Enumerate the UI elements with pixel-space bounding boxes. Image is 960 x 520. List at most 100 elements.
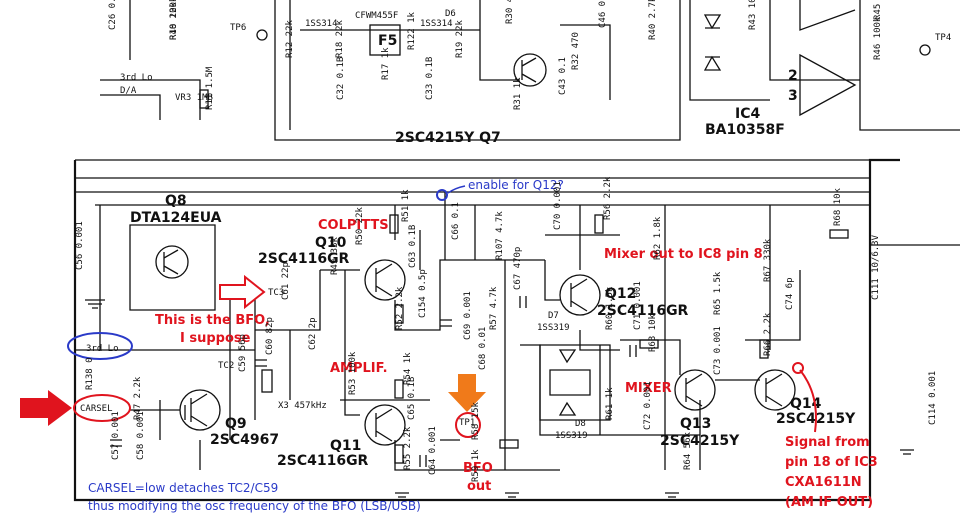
q11-part-label: 2SC4116GR	[277, 453, 369, 469]
capacitor-value-label: C65 0.1B	[407, 377, 417, 420]
annotations: COLPITTS This is the BFO, I suppose AMPL…	[20, 178, 878, 513]
ic4-label: IC4	[735, 106, 760, 122]
component-labels: 2SC4215Y Q7 IC4 BA10358F Q8 DTA124EUA Q1…	[80, 9, 951, 469]
q10-label: Q10	[315, 235, 347, 251]
bfo-out-annotation-1: BFO	[463, 461, 493, 476]
enable-node-highlight	[436, 189, 448, 201]
f5-filter	[369, 24, 401, 56]
ic4-pin3-label: 3	[788, 88, 798, 104]
resistor-value-label: R107 4.7k	[495, 211, 505, 260]
crystal-x3	[261, 369, 273, 393]
capacitor-value-label: C68 0.01	[478, 327, 488, 370]
capacitor-value-label: C32 0.1B	[336, 57, 346, 100]
bfo-suppose-annotation-2: I suppose	[180, 331, 251, 346]
resistor-value-label: R31 1k	[513, 77, 523, 110]
q8-label: Q8	[165, 193, 187, 209]
resistor-value-label: R64 56k	[683, 431, 693, 470]
capacitor-value-label: C73 0.001	[713, 326, 723, 375]
q14-label: Q14	[790, 396, 822, 412]
capacitor-value-label: C64 0.001	[428, 426, 438, 475]
resistor-value-label: R56 2.2k	[603, 176, 613, 220]
resistor-value-label: R57 4.7k	[489, 286, 499, 330]
capacitor-value-label: C33 0.1B	[425, 57, 435, 100]
resistor-value-label: R11 1.5M	[205, 66, 215, 110]
capacitor-value-label: C62 2p	[308, 317, 318, 350]
ss319a-label: 1SS319	[537, 323, 570, 333]
capacitor-value-label: C70 0.001	[553, 181, 563, 230]
resistor-value-label: R43 100k	[748, 0, 758, 30]
tc3-label: TC3	[268, 288, 284, 298]
signal-pointer-line	[799, 369, 817, 433]
da-label: D/A	[120, 86, 137, 96]
capacitor-value-label: C72 0.001	[643, 381, 653, 430]
resistor-value-label: R62 1.8k	[653, 216, 663, 260]
resistor-value-label: R46 100k	[873, 16, 883, 60]
resistor-value-label: R52 2.2k	[395, 286, 405, 330]
resistor-value-label: R32 470	[571, 32, 581, 70]
q13-transistor	[674, 369, 716, 411]
capacitor-value-label: C60 82p	[265, 317, 275, 355]
tp6-label: TP6	[230, 23, 246, 33]
q12-label: Q12	[605, 286, 636, 302]
ic4-pin2-label: 2	[788, 68, 798, 84]
q9-part-label: 2SC4967	[210, 432, 279, 448]
capacitor-value-label: C63 0.1B	[408, 225, 418, 268]
resistor-value-label: R50 22k	[355, 206, 365, 245]
resistor-value-label: R49 33k	[330, 236, 340, 275]
bfo-suppose-annotation-1: This is the BFO,	[155, 313, 270, 328]
ic4-part-label: BA10358F	[705, 122, 785, 138]
d6-label: D6	[445, 9, 456, 19]
mixer-out-annotation: Mixer out to IC8 pin 8	[604, 247, 763, 262]
resistor-value-label: R61 1k	[605, 387, 615, 420]
q7-transistor	[513, 53, 547, 87]
cfw-label: CFWM455F	[355, 11, 398, 21]
signal-annotation-3: CXA1611N	[785, 475, 862, 490]
ic4-opamp	[799, 53, 857, 117]
enable-q12-annotation: enable for Q12?	[468, 178, 564, 192]
resistor-value-label: R63 10k	[648, 313, 658, 352]
resistor-value-label: R60 1.5k	[605, 286, 615, 330]
capacitor-value-label: C114 0.001	[928, 371, 938, 425]
resistor-value-label: R40 2.7k	[648, 0, 658, 40]
resistor-value-label: R12 22k	[285, 19, 295, 58]
carsel-highlight-oval	[73, 394, 131, 422]
carsel-note-2: thus modifying the osc frequency of the …	[88, 499, 421, 513]
bfo-out-annotation-2: out	[467, 479, 491, 494]
q11-transistor	[364, 404, 406, 446]
capacitor-value-label: C26 0.001	[108, 0, 118, 30]
q12-transistor	[559, 274, 601, 316]
q10-part-label: 2SC4116GR	[258, 251, 350, 267]
resistor-value-label: R55 2.2k	[403, 426, 413, 470]
capacitor-value-label: C43 0.1	[558, 57, 568, 95]
arrow-right-red-filled-icon	[20, 390, 72, 426]
resistor-value-label: R51 1k	[401, 189, 411, 222]
capacitor-value-label: C71 0.001	[633, 281, 643, 330]
tp6-point	[256, 29, 268, 41]
ss314-label: 1SS314	[305, 19, 338, 29]
q14-input-highlight	[792, 362, 804, 374]
resistor-value-label: R45 1M	[873, 0, 883, 20]
resistor-value-label: R53 100k	[348, 351, 358, 395]
third-lo-box-label: 3rd Lo	[86, 344, 119, 354]
capacitor-value-label: C74 6p	[785, 277, 795, 310]
d8-label: D8	[575, 419, 586, 429]
tc2-label: TC2	[218, 361, 234, 371]
carsel-note-1: CARSEL=low detaches TC2/C59	[88, 481, 278, 495]
capacitor-value-label: C67 470p	[513, 247, 523, 290]
signal-annotation-2: pin 18 of IC3	[785, 455, 878, 470]
q13-part-label: 2SC4215Y	[660, 433, 740, 449]
tp1-label: TP1	[459, 418, 475, 428]
tp4-label: TP4	[935, 33, 951, 43]
arrow-right-red-outline-icon	[219, 274, 266, 310]
resistor-value-label: R19 22k	[455, 19, 465, 58]
d8-diode	[558, 401, 577, 416]
resistor-value-label: R122 1k	[407, 11, 417, 50]
capacitor-value-label: C59 56p	[238, 334, 248, 372]
q9-label: Q9	[225, 416, 247, 432]
vr3-label: VR3 1MB	[175, 93, 213, 103]
resistor-value-label: R58 15k	[471, 401, 481, 440]
capacitor-value-label: C66 0.1	[451, 202, 461, 240]
signal-annotation-4: (AM IF OUT)	[785, 495, 873, 510]
capacitor-value-label: C58 0.001	[136, 411, 146, 460]
resistor-value-label: R54 1k	[403, 352, 413, 385]
